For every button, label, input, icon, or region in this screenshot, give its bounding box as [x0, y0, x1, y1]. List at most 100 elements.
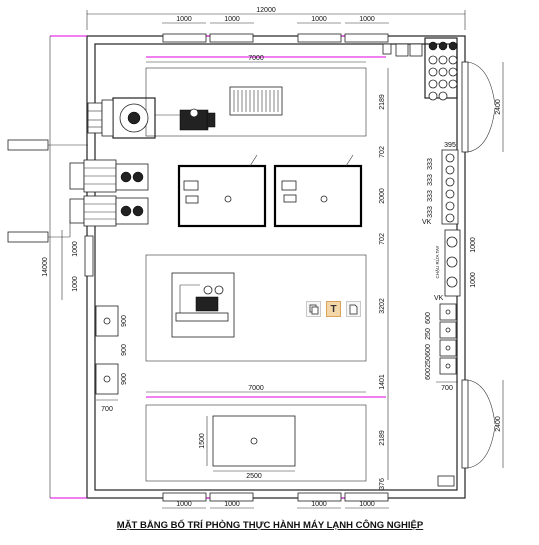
right-600-label: 600 — [425, 368, 432, 380]
evaporator-right-2 — [283, 194, 297, 203]
right-width-label: 700 — [441, 385, 453, 392]
fan-hub — [127, 111, 141, 125]
sink — [446, 276, 458, 288]
sink — [446, 236, 458, 248]
page-icon — [349, 304, 358, 314]
lower-bench-zone — [145, 404, 367, 482]
right-door-frame — [461, 379, 469, 469]
cabinet-width-label: 700 — [101, 406, 113, 413]
compressor-head — [206, 112, 216, 128]
vk-label: VK — [422, 219, 432, 226]
panel-box — [382, 43, 392, 55]
bottom-window — [209, 492, 254, 502]
room-marker — [320, 195, 328, 203]
table-marker — [250, 437, 258, 445]
right-250-label: 250 — [425, 328, 432, 340]
zone-height-label: 2189 — [379, 94, 386, 110]
sink-width-label: 1000 — [470, 237, 477, 253]
right-333-label: 333 — [427, 174, 434, 186]
cold-room-right — [273, 164, 363, 228]
window-width-label: 1000 — [224, 501, 240, 508]
top-window — [297, 33, 342, 43]
door-width-label: 2400 — [495, 416, 502, 432]
gauge-box — [395, 43, 409, 57]
sink-label: CHẬU RỬA TAY — [434, 245, 440, 278]
rig-gauge — [214, 285, 224, 295]
table-height-label: 1500 — [199, 433, 206, 449]
copy-button[interactable] — [306, 301, 321, 317]
upper-bench-zone — [145, 67, 367, 137]
rig-compressor — [195, 296, 219, 312]
cold-room-left — [177, 164, 267, 228]
cabinet-marker — [103, 375, 111, 383]
evaporator-left — [183, 180, 199, 191]
motor-pulley — [189, 108, 199, 118]
duct-assembly — [69, 195, 117, 227]
bottom-window — [162, 492, 207, 502]
left-window-label: 1000 — [72, 276, 79, 292]
right-600-label: 600 — [425, 312, 432, 324]
window-width-label: 1000 — [224, 16, 240, 23]
window-width-label: 1000 — [311, 501, 327, 508]
evaporator-left-2 — [185, 195, 199, 204]
top-window — [344, 33, 389, 43]
evaporator-right — [281, 180, 297, 191]
bench-length-label: 7000 — [248, 385, 264, 392]
right-395-label: 395 — [444, 142, 456, 149]
room-marker — [224, 195, 232, 203]
cabinet-height-label: 900 — [121, 344, 128, 356]
bottom-gap-label: 376 — [379, 478, 386, 490]
total-height-label: 14000 — [42, 257, 49, 277]
bottom-window — [344, 492, 389, 502]
sink — [446, 256, 458, 268]
window-width-label: 1000 — [359, 501, 375, 508]
bench-length-label: 7000 — [248, 55, 264, 62]
bench-height-label: 3202 — [379, 298, 386, 314]
condenser-coil — [229, 86, 283, 116]
window-width-label: 1000 — [359, 16, 375, 23]
gauge-box — [409, 43, 423, 57]
rig-base — [175, 312, 229, 322]
left-window-label: 1000 — [72, 241, 79, 257]
cabinet-height-label: 900 — [121, 315, 128, 327]
sink-width-label: 1000 — [470, 272, 477, 288]
bottom-window — [297, 492, 342, 502]
outdoor-label-box — [7, 231, 49, 243]
right-333-label: 333 — [427, 206, 434, 218]
drawing-title: MẶT BẰNG BỐ TRÍ PHÒNG THỰC HÀNH MÁY LẠNH… — [117, 519, 424, 531]
text-tool-button[interactable]: T — [326, 301, 341, 317]
rig-gauge — [203, 285, 213, 295]
gap-label: 1401 — [379, 374, 386, 390]
top-window — [209, 33, 254, 43]
door-swing — [467, 61, 496, 106]
zone-height-label: 2189 — [379, 430, 386, 446]
door-swing — [467, 107, 496, 153]
corner-marker — [437, 475, 455, 487]
gap-label: 702 — [379, 233, 386, 245]
door-swing — [467, 425, 496, 469]
left-window — [84, 235, 94, 277]
gas-cylinders — [428, 41, 458, 101]
window-width-label: 1000 — [311, 16, 327, 23]
duct-assembly — [87, 99, 114, 137]
cabinet-marker — [103, 317, 111, 325]
right-cabinets — [439, 303, 457, 375]
window-width-label: 1000 — [176, 501, 192, 508]
page-button[interactable] — [346, 301, 361, 317]
door-swing — [467, 379, 496, 425]
right-250-label: 250 — [425, 356, 432, 368]
copy-icon — [309, 304, 318, 314]
tool-cabinet-stack — [441, 149, 459, 225]
right-door-frame — [461, 61, 469, 153]
right-333-label: 333 — [427, 158, 434, 170]
window-width-label: 1000 — [176, 16, 192, 23]
door-width-label: 2400 — [495, 99, 502, 115]
outdoor-label-box — [7, 139, 49, 151]
cabinet-height-label: 900 — [121, 373, 128, 385]
top-window — [162, 33, 207, 43]
table-width-label: 2500 — [246, 473, 262, 480]
room-height-label: 2000 — [379, 188, 386, 204]
right-333-label: 333 — [427, 190, 434, 202]
vk-label: VK — [434, 295, 444, 302]
